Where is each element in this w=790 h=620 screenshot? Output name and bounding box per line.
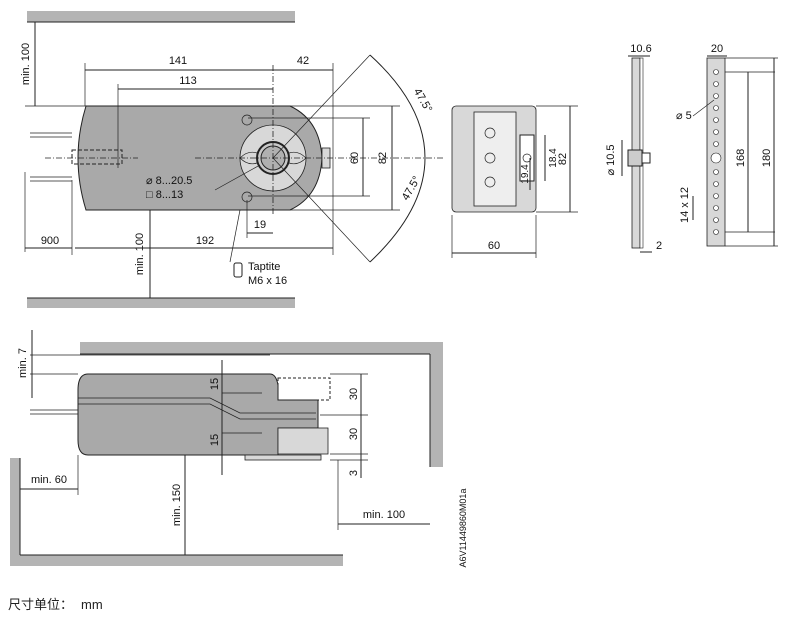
top-wall (27, 11, 295, 22)
unit-label: 尺寸单位： (8, 597, 74, 612)
side-view: min. 7 15 15 30 30 3 min. 60 min. 150 mi… (10, 330, 468, 567)
dim-900: 900 (41, 235, 59, 247)
side-dim-3: 3 (348, 470, 360, 476)
shaft-square-range: □ 8...13 (146, 189, 183, 201)
dim-82: 82 (377, 152, 389, 164)
screw-type: Taptite (248, 261, 280, 273)
units-note: 尺寸单位： mm (8, 594, 111, 613)
mounting-strip (706, 57, 726, 247)
side-dim-30-lower: 30 (348, 428, 360, 440)
shaft-round-range: ⌀ 8...20.5 (146, 175, 192, 187)
side-clearance-left: min. 60 (31, 474, 67, 486)
strip-dim-14x12: 14 x 12 (679, 187, 691, 223)
strip-view: 20 ⌀ 5 168 180 14 x 12 (676, 43, 778, 247)
strip-dim-5: ⌀ 5 (676, 110, 692, 122)
dim-42: 42 (297, 55, 309, 67)
bracket-dim-60: 60 (488, 240, 500, 252)
pin-dim-2: 2 (656, 240, 662, 252)
pin-dim-10-6: 10.6 (630, 43, 651, 55)
side-dim-30-upper: 30 (348, 388, 360, 400)
side-clearance-right: min. 100 (363, 509, 405, 521)
pin-side-view: 10.6 ⌀ 10.5 2 (605, 43, 662, 253)
top-view: 141 42 113 60 82 47.5° 47.5° 19 900 192 … (20, 11, 445, 308)
screw-size: M6 x 16 (248, 275, 287, 287)
dim-192: 192 (196, 235, 214, 247)
unit-value: mm (81, 597, 103, 612)
side-dim-15-lower: 15 (209, 434, 221, 446)
side-clearance-bottom: min. 150 (171, 484, 183, 526)
bottom-wall (27, 298, 295, 308)
pin-dim-10-5: ⌀ 10.5 (605, 144, 617, 175)
bracket-dim-82: 82 (557, 153, 569, 165)
bracket-dim-18-4: 18.4 (548, 148, 559, 168)
drawing-code: A6V11449860M01a (458, 489, 468, 568)
actuator-side (77, 373, 319, 456)
dim-141: 141 (169, 55, 187, 67)
dim-60: 60 (349, 152, 361, 164)
strip-dim-180: 180 (761, 149, 773, 167)
strip-dim-168: 168 (735, 149, 747, 167)
bracket-view: 82 18.4 19.4 60 (451, 105, 578, 258)
dim-113: 113 (179, 75, 197, 87)
clearance-top: min. 100 (20, 43, 32, 85)
angle-top: 47.5° (411, 86, 434, 114)
bracket-dim-19-4: 19.4 (520, 164, 531, 184)
side-dim-15-upper: 15 (209, 378, 221, 390)
clearance-bottom: min. 100 (134, 233, 146, 275)
angle-bottom: 47.5° (400, 174, 423, 202)
strip-dim-20: 20 (711, 43, 723, 55)
dim-19: 19 (254, 219, 266, 231)
side-clearance-top: min. 7 (17, 348, 29, 378)
